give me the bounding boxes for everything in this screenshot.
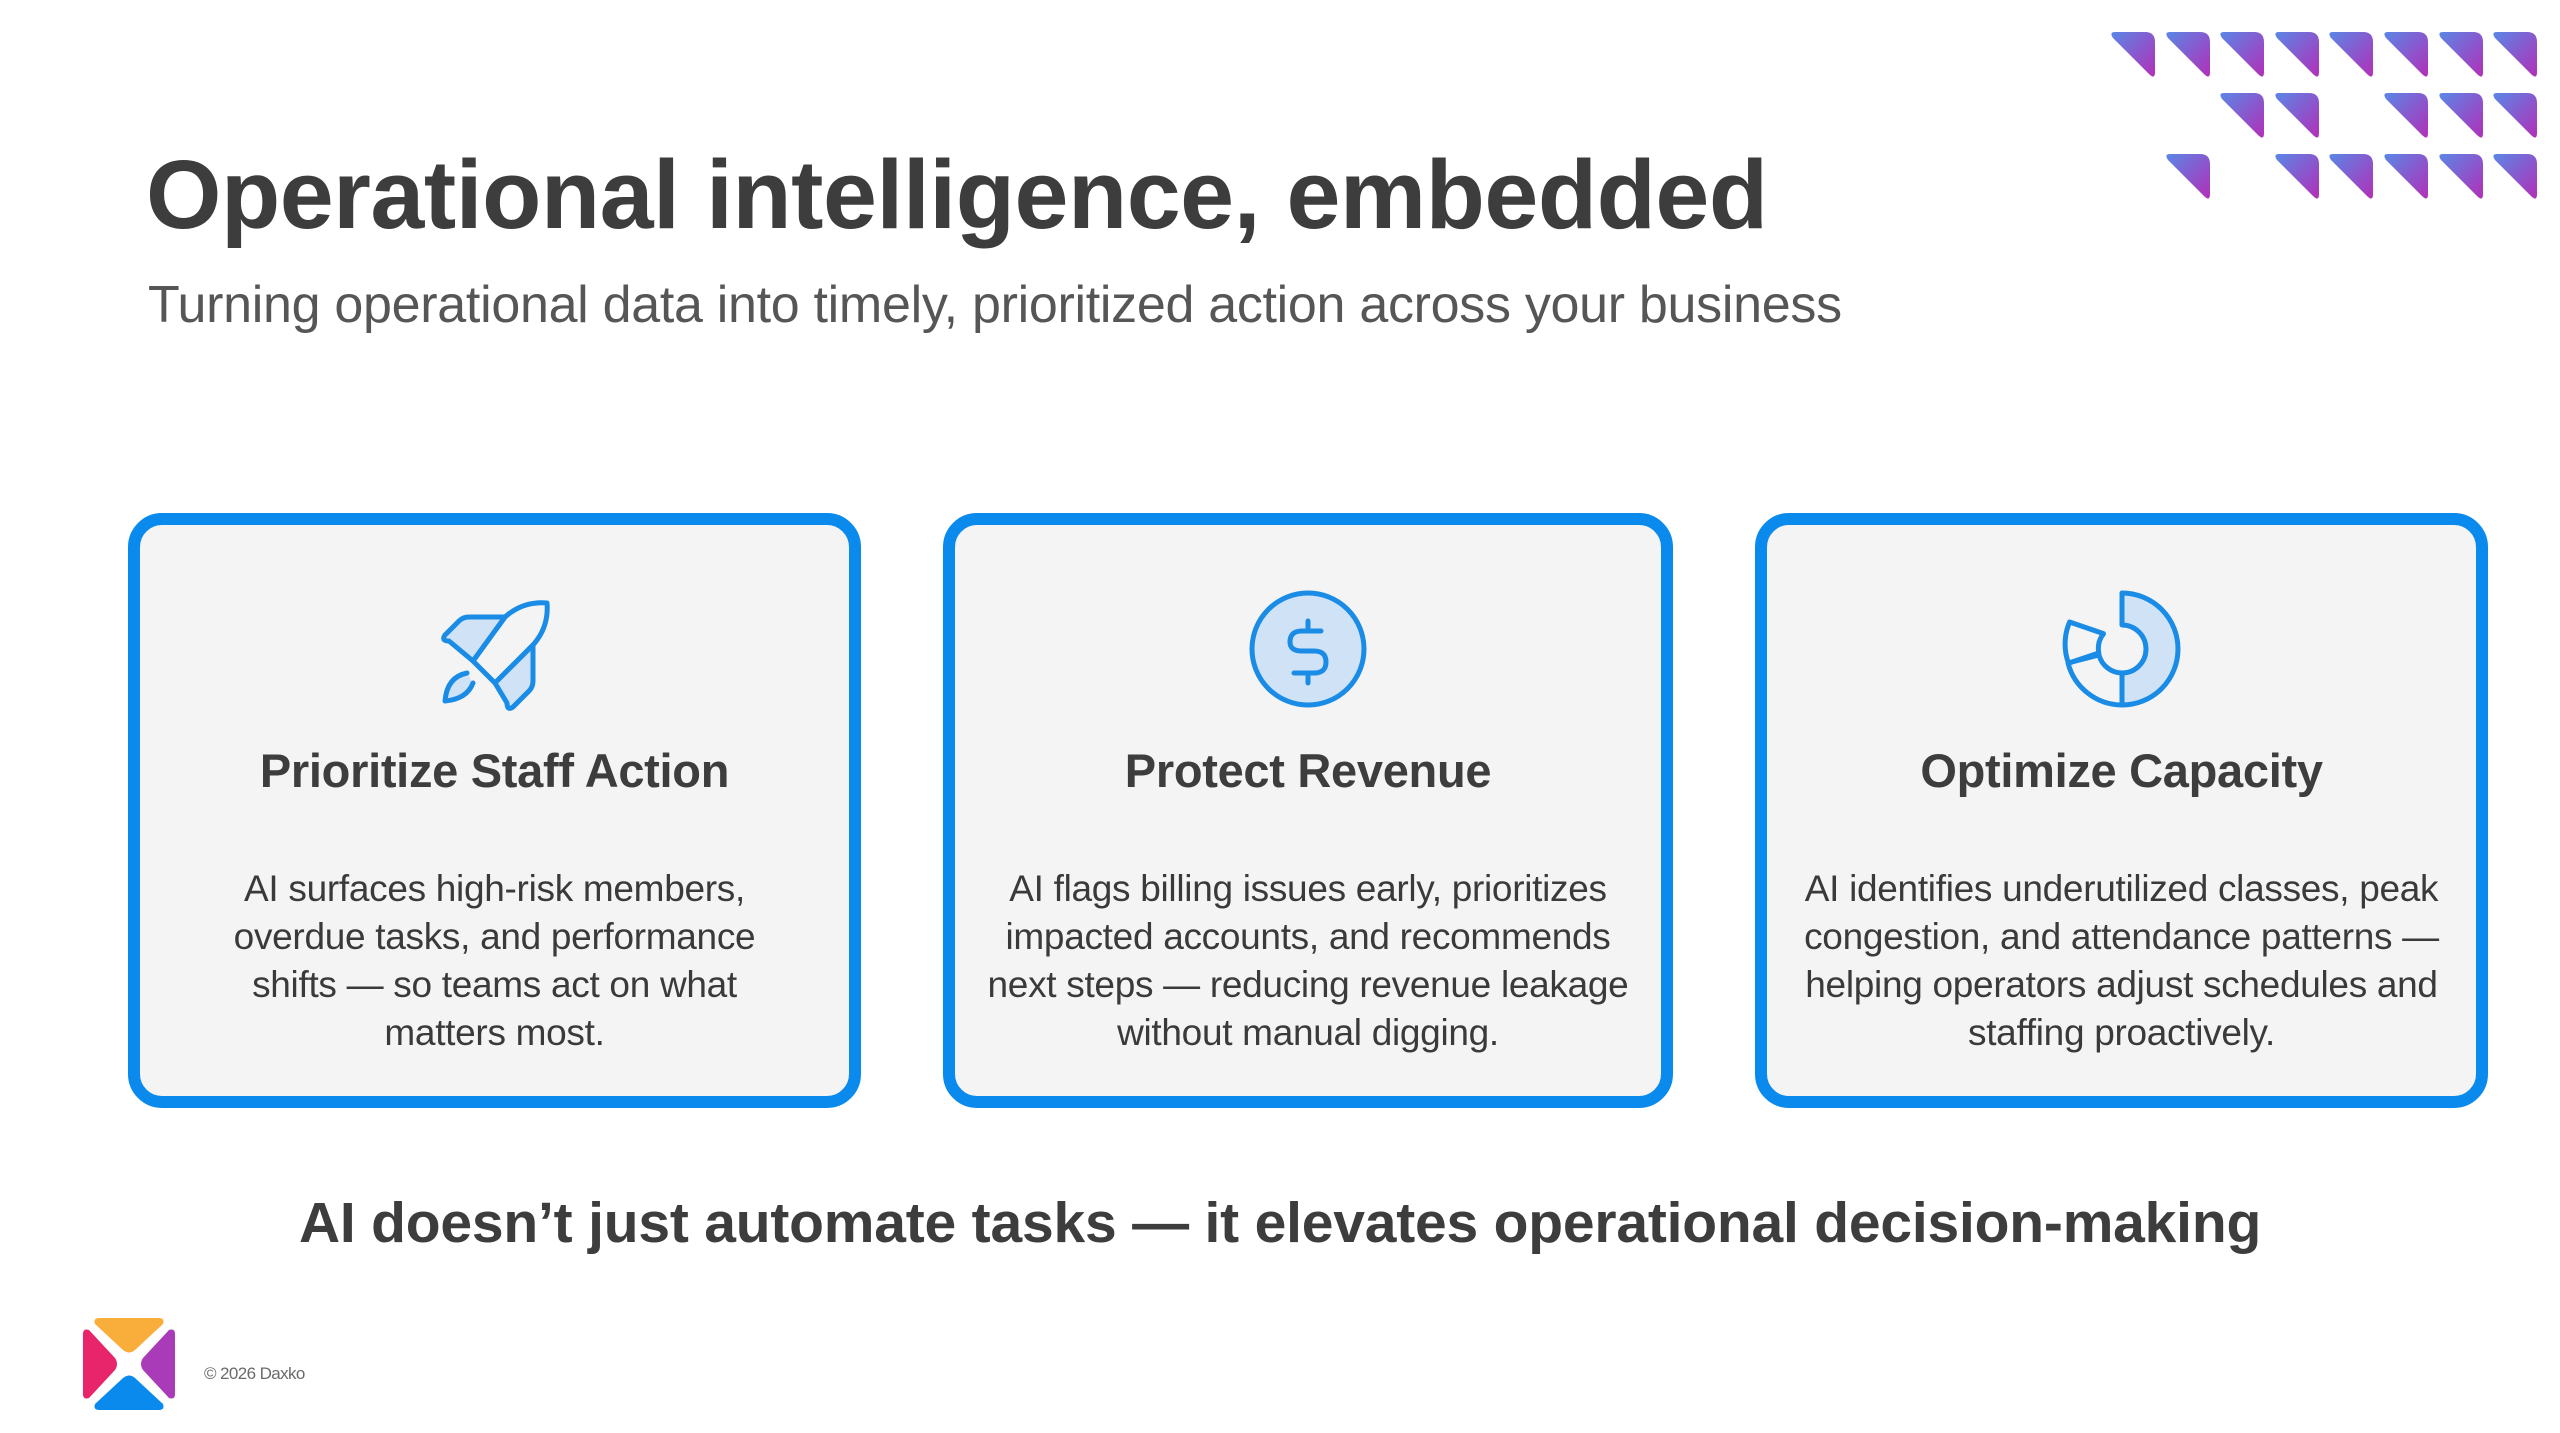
page-title: Operational intelligence, embedded	[146, 140, 1768, 249]
card-body: AI identifies underutilized classes, pea…	[1804, 868, 2439, 1053]
daxko-logo-icon	[83, 1318, 175, 1410]
rocket-icon	[433, 587, 557, 711]
tagline: AI doesn’t just automate tasks — it elev…	[298, 1191, 2262, 1255]
card-prioritize-staff-action: Prioritize Staff Action AI surfaces high…	[128, 513, 861, 1108]
dollar-circle-icon	[1246, 587, 1370, 711]
page-subtitle: Turning operational data into timely, pr…	[148, 276, 1842, 334]
card-heading: Protect Revenue	[1124, 744, 1492, 797]
donut-chart-icon	[2060, 587, 2184, 711]
card-body: AI flags billing issues early, prioritiz…	[987, 868, 1629, 1053]
card-heading: Prioritize Staff Action	[259, 744, 730, 797]
card-optimize-capacity: Optimize Capacity AI identifies underuti…	[1755, 513, 2488, 1108]
card-body: AI surfaces high-risk members, overdue t…	[233, 868, 756, 1053]
card-heading: Optimize Capacity	[1920, 744, 2323, 797]
decorative-triangle-pattern-icon	[2111, 32, 2537, 199]
copyright-text: © 2026 Daxko	[204, 1364, 305, 1383]
card-protect-revenue: Protect Revenue AI flags billing issues …	[943, 513, 1673, 1108]
